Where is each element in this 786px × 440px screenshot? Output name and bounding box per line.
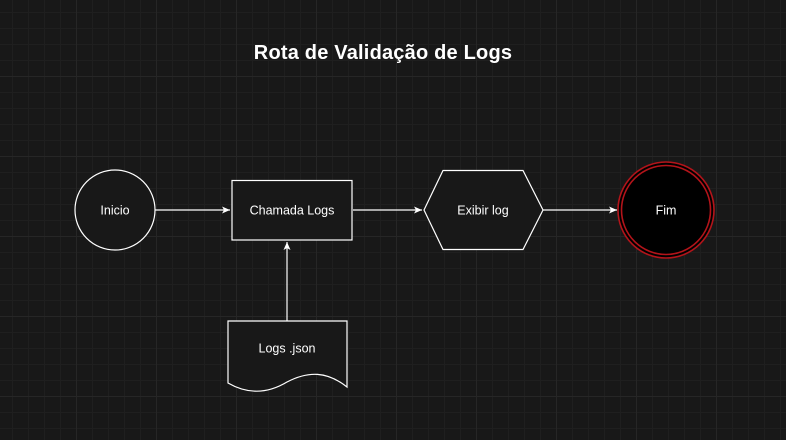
node-logs-json-label: Logs .json bbox=[259, 342, 316, 356]
node-call-logs[interactable]: Chamada Logs bbox=[231, 179, 353, 241]
node-call-logs-label: Chamada Logs bbox=[250, 204, 335, 218]
node-end[interactable]: Fim bbox=[617, 161, 715, 259]
call-logs-rect bbox=[231, 179, 353, 241]
node-logs-json[interactable]: Logs .json bbox=[227, 320, 348, 392]
node-end-label: Fim bbox=[656, 204, 677, 218]
node-start[interactable]: Inicio bbox=[74, 169, 156, 251]
node-show-log-label: Exibir log bbox=[457, 204, 508, 218]
node-start-label: Inicio bbox=[100, 204, 129, 218]
logs-json-document-shape bbox=[227, 320, 348, 392]
end-inner-ring bbox=[620, 164, 712, 256]
diagram-title: Rota de Validação de Logs bbox=[253, 42, 513, 64]
node-show-log[interactable]: Exibir log bbox=[423, 169, 544, 251]
show-log-hexagon bbox=[423, 169, 544, 251]
start-circle bbox=[74, 169, 156, 251]
